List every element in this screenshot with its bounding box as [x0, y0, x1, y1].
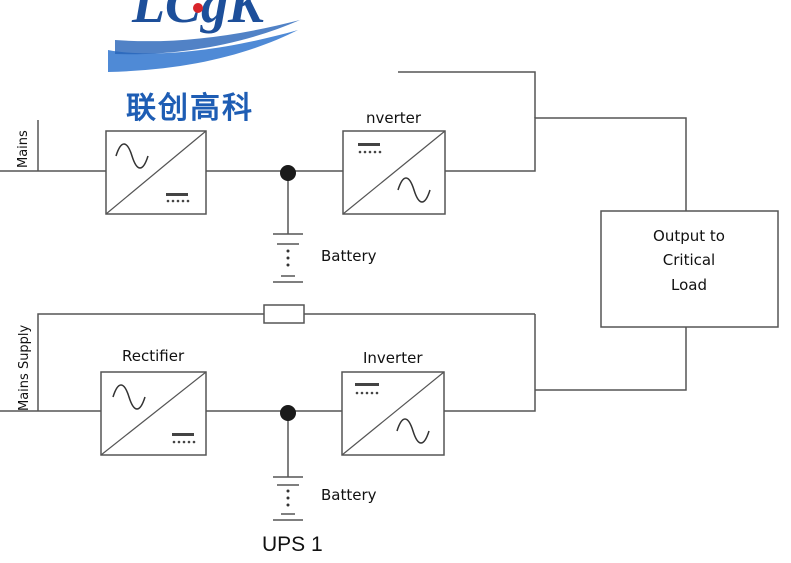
output-label-line2: Critical — [663, 251, 715, 269]
mains-supply-tick — [37, 313, 264, 411]
mains-supply-label: Mains Supply — [17, 324, 32, 411]
dc-bar-icon — [172, 433, 196, 444]
company-logo: LCgK 联创高科 — [108, 0, 300, 126]
bottom-junction-node — [280, 405, 296, 421]
top-junction-node — [280, 165, 296, 181]
dc-bar-icon — [166, 193, 190, 203]
top-bypass-line — [398, 71, 536, 118]
battery-icon — [273, 233, 303, 283]
dc-bar-icon — [358, 143, 382, 154]
bottom-battery-label: Battery — [321, 486, 377, 504]
output-label-line1: Output to — [653, 227, 725, 245]
top-battery-label: Battery — [321, 247, 377, 265]
logo-chinese-text: 联创高科 — [126, 91, 254, 126]
inverter-output-line — [445, 117, 687, 211]
inverter2-output-line — [444, 314, 536, 412]
top-inverter-label: nverter — [366, 109, 422, 127]
rectifier-label: Rectifier — [122, 347, 185, 365]
logo-swoosh — [108, 30, 298, 72]
sine-wave-icon — [112, 384, 146, 410]
mains-label: Mains — [16, 130, 31, 168]
bottom-inverter-box — [341, 371, 445, 456]
sine-wave-icon — [115, 143, 149, 169]
sine-wave-icon — [397, 177, 431, 203]
top-inverter-box — [342, 130, 446, 215]
battery-icon — [273, 476, 303, 521]
bottom-rectifier-box — [100, 371, 207, 456]
top-rectifier-box — [105, 130, 207, 215]
logo-dot — [193, 3, 203, 13]
sine-wave-icon — [396, 418, 430, 444]
output-label-line3: Load — [671, 276, 707, 294]
merge-to-load-line — [535, 327, 687, 391]
ups-title: UPS 1 — [262, 533, 323, 556]
static-switch-icon — [263, 304, 305, 324]
output-load-box — [600, 210, 779, 328]
dc-bar-icon — [355, 383, 379, 395]
inverter-label: Inverter — [363, 349, 423, 367]
